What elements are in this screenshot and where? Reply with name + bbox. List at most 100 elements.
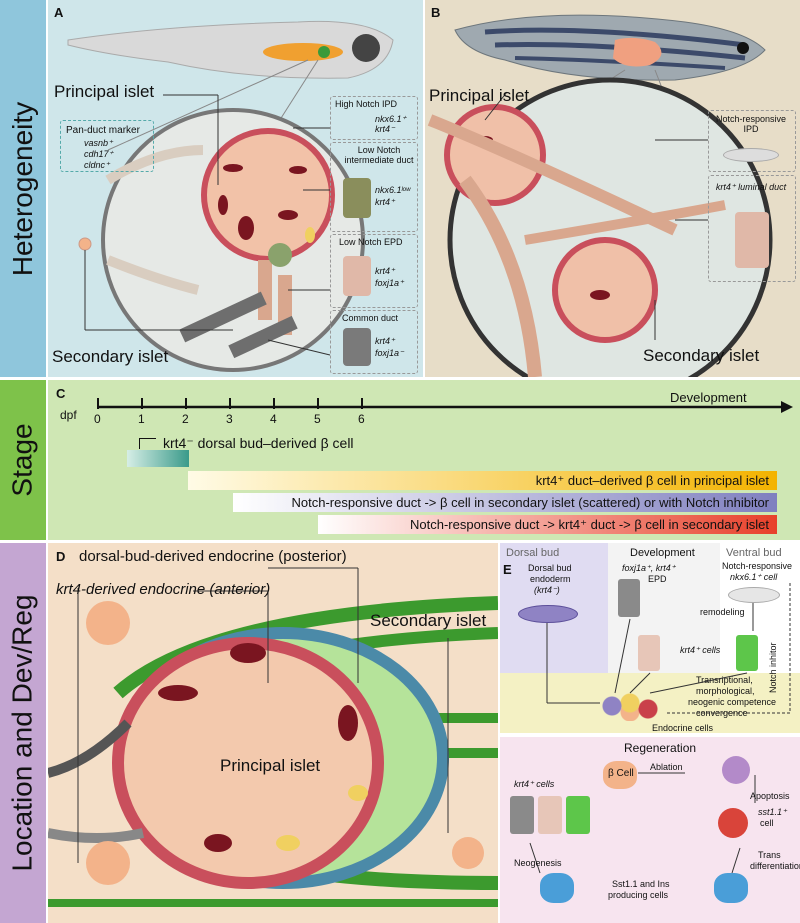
apoptosis-label: Apoptosis [750, 791, 790, 801]
pan-duct-marker-2: cdh17⁺ [84, 149, 114, 159]
luminal-duct-label: krt4⁺ luminal duct [715, 182, 787, 192]
pan-duct-marker-3: cldnc⁺ [84, 160, 110, 170]
sst-cell-label-2: cell [760, 818, 774, 828]
ablation-label: Ablation [650, 762, 683, 772]
dorsal-bud-header: Dorsal bud [506, 547, 560, 559]
duct-type-marker-2: krt4⁻ [375, 124, 395, 134]
neogenesis-label: Neogenesis [514, 858, 562, 868]
transdiff-cell-icon [714, 873, 748, 903]
duct-type-marker-4: krt4⁺ [375, 197, 395, 207]
duct-type-box-common [330, 310, 418, 374]
axis-unit: dpf [60, 408, 77, 422]
convergence-4: convergence [696, 708, 748, 718]
panel-a: A Principal islet Secondary islet Pan-du… [48, 0, 423, 377]
duct-type-marker-6: foxj1a⁺ [375, 278, 404, 288]
axis-tick-mark [273, 398, 275, 409]
dorsal-endoderm-3: (krt4⁻) [534, 585, 560, 595]
axis-tick-mark [229, 398, 231, 409]
stage-axis [98, 401, 793, 413]
panel-a-letter: A [54, 5, 64, 20]
notch-ipd-label: Notch-responsive IPD [715, 114, 787, 134]
producing-label-1: Sst1.1 and Ins [612, 879, 670, 889]
notch-cell-label-2: nkx6.1⁺ cell [730, 572, 778, 582]
panel-e: E Dorsal bud Development Ventral bud Dor… [500, 543, 800, 923]
bar2: krt4⁺ duct–derived β cell in principal i… [188, 471, 777, 490]
location-row-label: Location and Dev/Reg [7, 594, 39, 872]
intermediate-duct-cell-icon [343, 178, 371, 218]
axis-tick-label: 3 [226, 412, 233, 426]
notch-ipd-box [708, 110, 796, 172]
duct-type-marker-3: nkx6.1ˡᵒʷ [375, 185, 411, 195]
panel-e-letter: E [503, 562, 512, 577]
pan-duct-marker-title: Pan-duct marker [66, 125, 140, 136]
epd-cell-icon [618, 579, 640, 617]
axis-tick-mark [361, 398, 363, 409]
epd-label-2: EPD [648, 574, 667, 584]
dorsal-bud-endocrine-label: dorsal-bud-derived endocrine (posterior) [79, 548, 347, 565]
krt4-cells-label: krt4⁺ cells [680, 645, 721, 655]
panel-b: B Principal islet Secondary islet Notch-… [425, 0, 800, 377]
dorsal-bud-bar [127, 450, 189, 467]
convergence-2: morphological, [696, 686, 755, 696]
dorsal-bud-bracket [139, 438, 156, 449]
axis-tick-mark [317, 398, 319, 409]
stage-side-bar: Stage [0, 380, 46, 540]
luminal-duct-cell-icon [735, 212, 769, 268]
beta-cell-label: β Cell [608, 768, 634, 779]
krt4-cell-green-icon [736, 635, 758, 671]
panel-a-principal-islet-label: Principal islet [54, 82, 155, 101]
duct-type-title-epd: Low Notch EPD [339, 237, 403, 247]
location-side-bar: Location and Dev/Reg [0, 543, 46, 923]
panel-b-principal-islet-label: Principal islet [429, 86, 530, 105]
heterogeneity-row-label: Heterogeneity [7, 101, 38, 276]
bar2-label: krt4⁺ duct–derived β cell in principal i… [535, 472, 769, 488]
regen-gray-cell-icon [510, 796, 534, 834]
duct-type-title-high-notch-ipd: High Notch IPD [335, 99, 398, 109]
bar3-label: Notch-responsive duct -> β cell in secon… [291, 495, 769, 510]
panel-c-letter: C [56, 386, 66, 401]
convergence-3: neogenic competence [688, 697, 777, 707]
panel-a-secondary-islet-label: Secondary islet [52, 347, 169, 366]
axis-tick-mark [97, 398, 99, 409]
dorsal-endoderm-cell-icon [518, 605, 578, 623]
panel-b-secondary-islet-label: Secondary islet [643, 346, 760, 365]
panel-e-arrows [529, 583, 791, 874]
axis-tick-label: 2 [182, 412, 189, 426]
regen-green-cell-icon [566, 796, 590, 834]
ventral-bud-header: Ventral bud [726, 547, 782, 559]
bar4: Notch-responsive duct -> krt4⁺ duct -> β… [318, 515, 777, 534]
panel-b-illustration [427, 14, 773, 377]
neogenic-cell-icon [540, 873, 574, 903]
heterogeneity-side-bar: Heterogeneity [0, 0, 46, 377]
development-header: Development [630, 547, 695, 559]
regeneration-header: Regeneration [624, 741, 697, 755]
luminal-duct-box [708, 175, 796, 282]
duct-type-marker-7: krt4⁺ [375, 336, 395, 346]
pan-duct-marker-box [60, 120, 154, 172]
beta-cell-icon [603, 761, 637, 789]
panel-d: D dorsal-bud-derived endocrine (posterio… [48, 543, 498, 923]
epd-label-1: foxj1a⁺, krt4⁺ [622, 563, 676, 573]
krt4-endocrine-label: krt4-derived endocrine (anterior) [56, 581, 271, 598]
axis-tick-label: 0 [94, 412, 101, 426]
axis-tick-label: 4 [270, 412, 277, 426]
pan-duct-marker-1: vasnb⁺ [84, 138, 113, 148]
trans-label-1: Trans [758, 850, 781, 860]
duct-type-marker-1: nkx6.1⁺ [375, 114, 407, 124]
axis-tick-label: 1 [138, 412, 145, 426]
duct-type-marker-8: foxj1a⁻ [375, 348, 404, 358]
stage-row-label: Stage [7, 423, 39, 497]
apoptosis-cell-icon [722, 756, 750, 784]
sst-cell-icon [718, 808, 748, 838]
panel-d-secondary-islet-label: Secondary islet [370, 611, 487, 630]
notch-cell-icon [728, 587, 780, 603]
bar3: Notch-responsive duct -> β cell in secon… [233, 493, 777, 512]
panel-d-principal-islet-label: Principal islet [220, 756, 321, 775]
duct-type-box-intermediate [330, 142, 418, 232]
convergence-1: Transriptional, [696, 675, 753, 685]
endocrine-cells-label: Endocrine cells [652, 723, 714, 733]
krt4-cell-light-icon [638, 635, 660, 671]
axis-tick-label: 6 [358, 412, 365, 426]
panel-a-illustration [67, 20, 394, 372]
duct-type-marker-5: krt4⁺ [375, 266, 395, 276]
